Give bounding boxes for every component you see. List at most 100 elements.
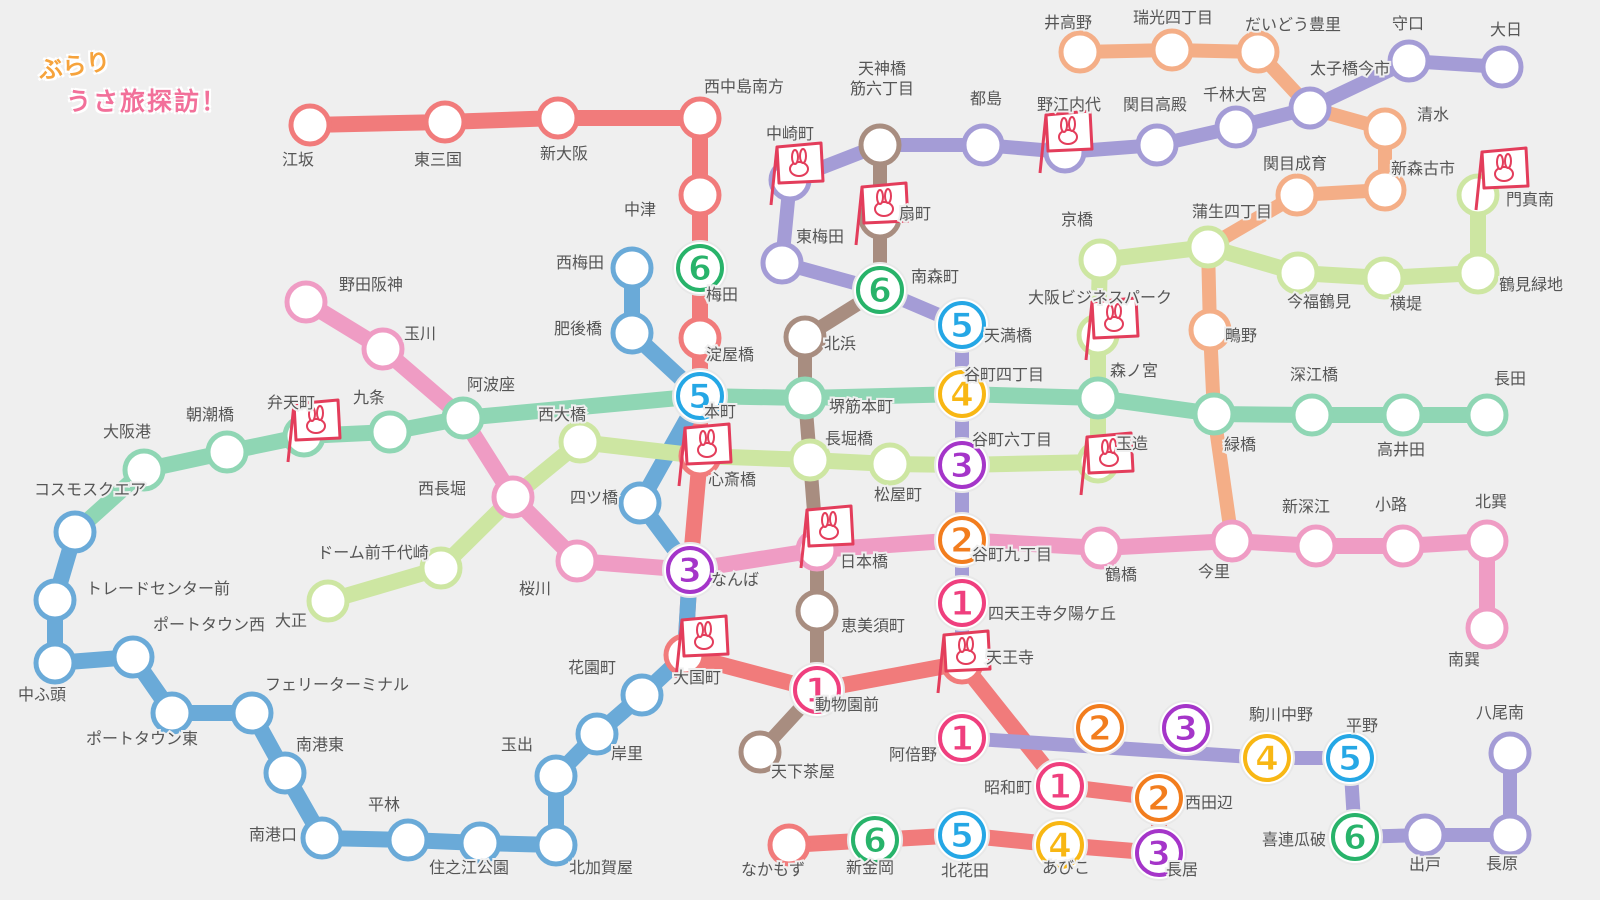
station-label: 今里 [1198, 562, 1230, 581]
station-circle[interactable] [230, 691, 274, 735]
station-circle[interactable] [536, 96, 580, 140]
station-circle[interactable] [491, 475, 535, 519]
station-circle[interactable] [868, 442, 912, 486]
badge-digit: 4 [1255, 739, 1279, 779]
station-circle[interactable] [423, 100, 467, 144]
station-label: 横堤 [1390, 294, 1422, 313]
station-circle[interactable] [610, 246, 654, 290]
station-circle[interactable] [1363, 107, 1407, 151]
station-circle[interactable] [1465, 519, 1509, 563]
station-circle[interactable] [33, 578, 77, 622]
station-circle[interactable] [300, 816, 344, 860]
station-circle[interactable] [205, 430, 249, 474]
rabbit-flag-icon [286, 398, 342, 463]
station-circle[interactable] [678, 173, 722, 217]
station-label: 西長堀 [418, 479, 466, 498]
station-circle[interactable] [1403, 813, 1447, 857]
station-circle[interactable] [263, 751, 307, 795]
station-circle[interactable] [1363, 168, 1407, 212]
station-label: 鴫野 [1225, 326, 1257, 345]
station-circle[interactable] [1078, 238, 1122, 282]
station-circle[interactable] [441, 396, 485, 440]
station-circle[interactable] [575, 712, 619, 756]
station-label: 森ノ宮 [1110, 361, 1158, 380]
station-circle[interactable] [284, 280, 328, 324]
station-label: 野江内代 [1037, 95, 1101, 114]
station-circle[interactable] [1188, 308, 1232, 352]
station-circle[interactable] [620, 673, 664, 717]
station-circle[interactable] [1465, 393, 1509, 437]
station-circle[interactable] [858, 123, 902, 167]
station-circle[interactable] [534, 823, 578, 867]
station-circle[interactable] [368, 410, 412, 454]
station-label: 大阪ビジネスパーク [1028, 288, 1172, 307]
route-line [753, 138, 887, 759]
station-label: 肥後橋 [554, 319, 602, 338]
station-circle[interactable] [1079, 526, 1123, 570]
station-circle[interactable] [1236, 30, 1280, 74]
station-circle[interactable] [788, 438, 832, 482]
station-circle[interactable] [1488, 731, 1532, 775]
station-circle[interactable] [795, 589, 839, 633]
station-label: 谷町六丁目 [972, 430, 1052, 449]
station-circle[interactable] [767, 823, 811, 867]
station-circle[interactable] [760, 241, 804, 285]
badge-digit: 2 [1147, 779, 1171, 819]
badge-digit: 6 [868, 271, 892, 311]
station-circle[interactable] [361, 327, 405, 371]
station-circle[interactable] [678, 316, 722, 360]
station-circle[interactable] [111, 635, 155, 679]
station-circle[interactable] [534, 754, 578, 798]
station-circle[interactable] [961, 123, 1005, 167]
station-circle[interactable] [555, 539, 599, 583]
station-circle[interactable] [1214, 105, 1258, 149]
station-circle[interactable] [558, 420, 602, 464]
title-line-1: ぶらり [36, 47, 112, 85]
station-label: 南森町 [911, 267, 959, 286]
station-circle[interactable] [1150, 28, 1194, 72]
station-circle[interactable] [1288, 86, 1332, 130]
station-circle[interactable] [1276, 251, 1320, 295]
station-circle[interactable] [150, 691, 194, 735]
station-circle[interactable] [1456, 251, 1500, 295]
station-circle[interactable] [1362, 256, 1406, 300]
station-circle[interactable] [1381, 524, 1425, 568]
station-circle[interactable] [783, 315, 827, 359]
station-circle[interactable] [1465, 606, 1509, 650]
station-label: 恵美須町 [841, 616, 905, 635]
station-circle[interactable] [1135, 123, 1179, 167]
station-circle[interactable] [1381, 393, 1425, 437]
station-circle[interactable] [306, 579, 350, 623]
station-circle[interactable] [53, 510, 97, 554]
station-circle[interactable] [610, 311, 654, 355]
station-circle[interactable] [1480, 45, 1524, 89]
station-circle[interactable] [1488, 813, 1532, 857]
station-circle[interactable] [738, 730, 782, 774]
station-label: 守口 [1392, 14, 1424, 33]
station-circle[interactable] [1058, 30, 1102, 74]
station-label: 喜連瓜破 [1262, 830, 1326, 849]
station-circle[interactable] [1290, 393, 1334, 437]
station-label: 弁天町 [267, 393, 315, 412]
station-circle[interactable] [33, 641, 77, 685]
station-circle[interactable] [458, 821, 502, 865]
station-circle[interactable] [386, 818, 430, 862]
station-circle[interactable] [1076, 376, 1120, 420]
station-circle[interactable] [288, 103, 332, 147]
station-circle[interactable] [618, 481, 662, 525]
station-label: 井高野 [1044, 13, 1092, 32]
station-circle[interactable] [1387, 39, 1431, 83]
station-circle[interactable] [1275, 173, 1319, 217]
station-circle[interactable] [1192, 392, 1236, 436]
station-label: 高井田 [1377, 440, 1425, 459]
station-circle[interactable] [783, 376, 827, 420]
station-circle[interactable] [1210, 519, 1254, 563]
station-circle[interactable] [1186, 225, 1230, 269]
station-circle[interactable] [678, 96, 722, 140]
station-circle[interactable] [419, 546, 463, 590]
badge-circle [1135, 774, 1183, 822]
station-circle[interactable] [122, 448, 166, 492]
station-circle[interactable] [1294, 524, 1338, 568]
station-label: 花園町 [568, 658, 616, 677]
rabbit-flag-icon [1474, 146, 1530, 211]
